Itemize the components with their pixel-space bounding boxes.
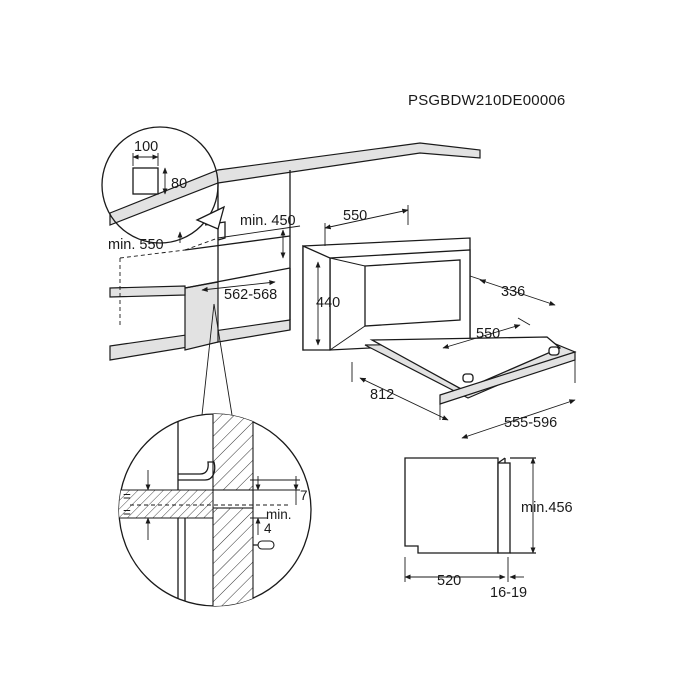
label-side-16-19: 16-19 (490, 585, 527, 601)
fixing-bracket (178, 461, 216, 481)
label-depth-555-596: 555-596 (504, 415, 557, 431)
fixing-detail (118, 413, 312, 607)
label-detail-min: min. (266, 507, 292, 522)
vent-detail (101, 126, 226, 244)
label-width-550-inner: 550 (476, 326, 500, 342)
label-depth-336: 336 (501, 284, 525, 300)
side-view (404, 457, 536, 582)
side-front-panel (497, 462, 511, 554)
worktop (109, 142, 481, 226)
label-min-450: min. 450 (240, 213, 296, 229)
dimension-lines (177, 205, 576, 439)
side-oven-body (404, 457, 499, 554)
fixing-screw (257, 540, 275, 550)
cabinet-bottom-shelf (109, 285, 186, 298)
drawing-code: PSGBDW210DE00006 (408, 92, 566, 109)
detail-leader-left (201, 303, 215, 416)
label-detail-7: 7 (300, 488, 308, 503)
label-detail-4: 4 (264, 521, 272, 536)
label-height-440: 440 (316, 295, 340, 311)
label-side-520: 520 (437, 573, 461, 589)
tray-foot-right (548, 346, 560, 356)
vent-opening (132, 167, 159, 195)
detail-leader-right (213, 303, 233, 416)
oven-body (302, 237, 577, 420)
label-min-550: min. 550 (108, 237, 164, 253)
label-vent-height: 80 (171, 176, 187, 192)
label-side-min-456: min.456 (521, 500, 573, 516)
label-detail-eq1: = (123, 489, 131, 504)
cabinet-shelf (119, 489, 214, 519)
label-width-550-top: 550 (343, 208, 367, 224)
label-detail-eq2: = (123, 505, 131, 520)
label-niche-562-568: 562-568 (224, 287, 277, 303)
label-diag-812: 812 (370, 387, 394, 403)
oven-cavity (364, 259, 461, 327)
tray-foot-left (462, 373, 474, 383)
label-vent-width: 100 (134, 139, 158, 155)
dimension-labels: 100 80 min. 450 min. 550 550 562-568 440… (108, 139, 573, 601)
cabinet-side-wall (212, 414, 254, 606)
